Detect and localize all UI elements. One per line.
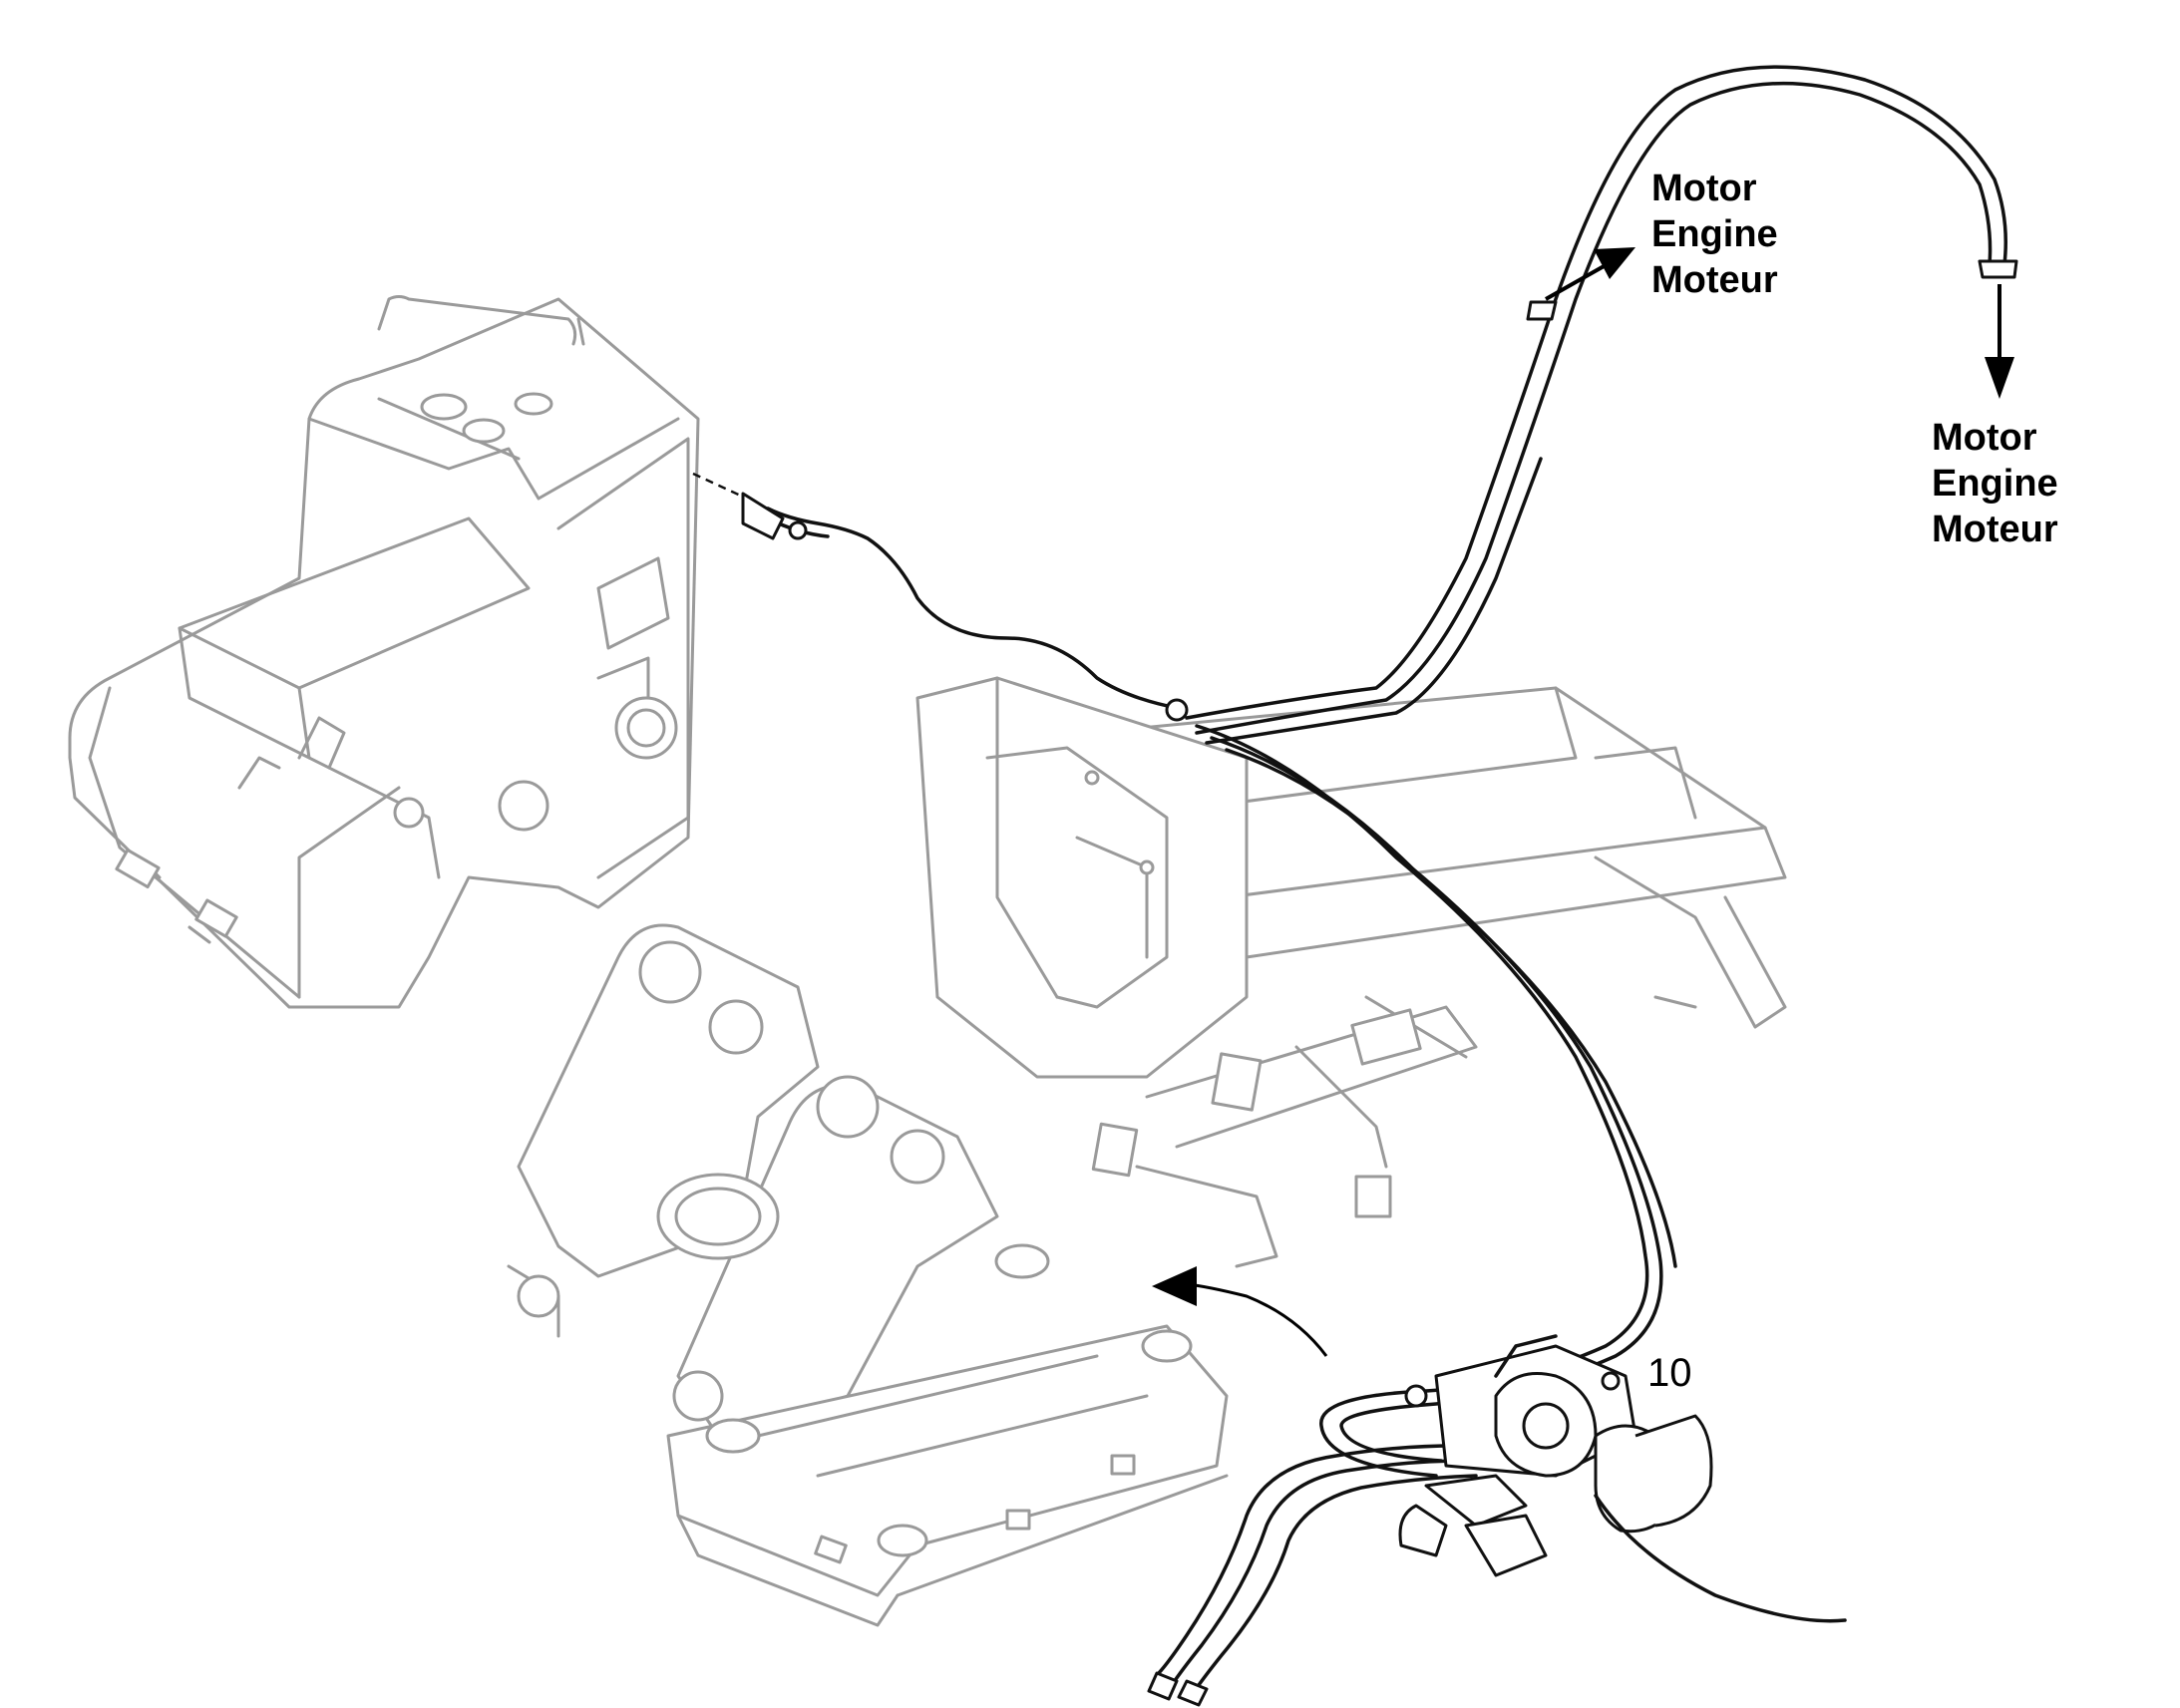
engine-label-right-line-2: Engine bbox=[1932, 463, 2058, 505]
callout-number: 10 bbox=[1647, 1351, 1692, 1395]
location-arrow bbox=[1152, 1266, 1328, 1357]
engine-arrow-right bbox=[1985, 284, 2014, 399]
cab-housing bbox=[68, 295, 700, 1009]
electrical-harness bbox=[741, 492, 1189, 722]
engine-label-top-line-2: Engine bbox=[1651, 213, 1778, 255]
engine-label-top-line-3: Moteur bbox=[1651, 259, 1778, 301]
engine-label-top: Motor Engine Moteur bbox=[1651, 166, 1778, 303]
fuel-lines bbox=[1147, 65, 2018, 1707]
engine-label-right-line-3: Moteur bbox=[1932, 509, 2058, 550]
engine-arrow-top bbox=[1545, 247, 1635, 301]
chassis-frame bbox=[507, 676, 1787, 1627]
engine-label-top-line-1: Motor bbox=[1651, 168, 1757, 209]
engine-label-right: Motor Engine Moteur bbox=[1932, 415, 2058, 552]
heater-unit bbox=[1398, 1334, 1847, 1623]
engine-label-right-line-1: Motor bbox=[1932, 417, 2037, 459]
